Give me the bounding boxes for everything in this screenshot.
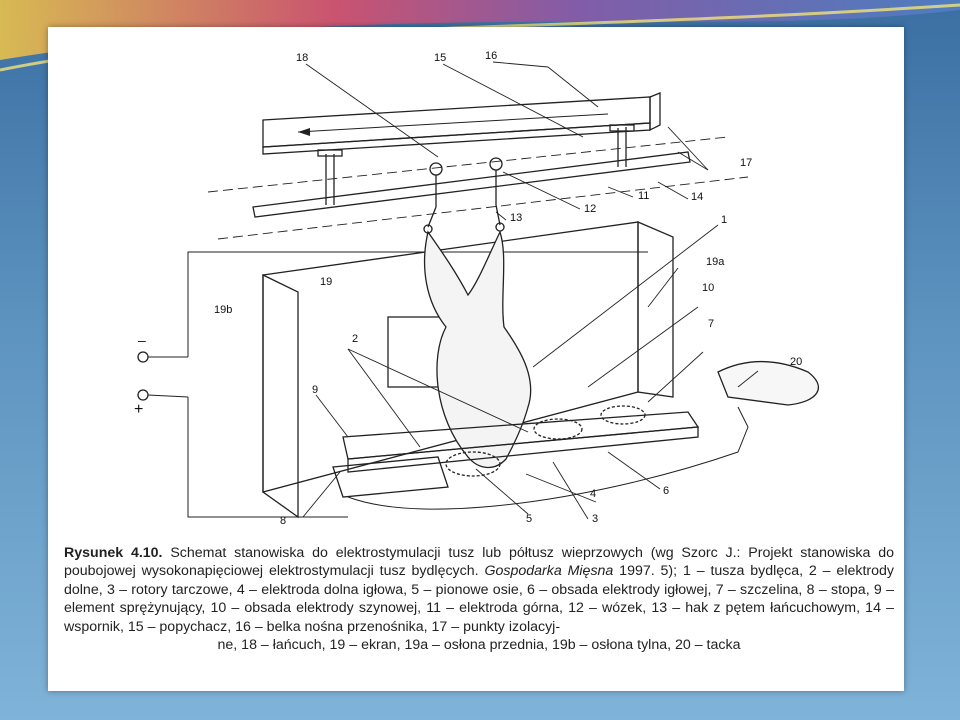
trolleys-hooks <box>423 157 505 234</box>
caption-legend: 1 – tusza bydlęca, 2 – elektrody dolne, … <box>64 563 894 635</box>
label-7: 7 <box>708 318 714 330</box>
part-labels: 18 15 16 17 14 11 12 13 1 19a 10 7 20 19… <box>134 50 802 527</box>
back-cover <box>262 273 299 519</box>
overhead-beam <box>262 92 661 155</box>
label-9: 9 <box>312 384 318 396</box>
label-6: 6 <box>663 485 669 497</box>
upper-electrode-rail <box>207 136 749 240</box>
label-15: 15 <box>434 52 446 64</box>
leader-lines <box>302 61 759 520</box>
carcass <box>423 230 532 469</box>
caption-text-2: 1997. 5); <box>613 563 683 580</box>
terminal-plus: + <box>134 401 143 418</box>
label-19a: 19a <box>706 256 725 268</box>
front-cover <box>637 221 674 398</box>
label-5: 5 <box>526 513 532 525</box>
label-16: 16 <box>485 50 497 62</box>
label-4: 4 <box>590 488 596 500</box>
label-20: 20 <box>790 356 802 368</box>
figure-number: Rysunek 4.10. <box>64 545 163 561</box>
figure-caption: Rysunek 4.10. Schemat stanowiska do elek… <box>64 544 894 654</box>
stimulation-station-diagram: 18 15 16 17 14 11 12 13 1 19a 10 7 20 19… <box>134 50 820 527</box>
label-19b: 19b <box>214 304 232 316</box>
label-1: 1 <box>721 214 727 226</box>
label-11: 11 <box>638 190 649 202</box>
label-13: 13 <box>510 212 522 224</box>
slide-card: 18 15 16 17 14 11 12 13 1 19a 10 7 20 19… <box>48 27 904 691</box>
label-14: 14 <box>691 191 703 203</box>
label-8: 8 <box>280 515 286 527</box>
caption-journal: Gospodarka Mięsna <box>484 563 614 580</box>
disc-rotors <box>445 405 646 477</box>
label-2: 2 <box>352 333 358 345</box>
label-10: 10 <box>702 282 714 294</box>
power-wires <box>137 251 648 518</box>
floor-platform <box>332 360 820 510</box>
label-3: 3 <box>592 513 598 525</box>
label-19: 19 <box>320 276 332 288</box>
caption-last-line: ne, 18 – łańcuch, 19 – ekran, 19a – osło… <box>217 637 741 654</box>
label-18: 18 <box>296 52 308 64</box>
caption-text-1: Schemat stanowiska do elektrostymulacji … <box>64 545 894 580</box>
label-17: 17 <box>740 157 752 169</box>
label-12: 12 <box>584 203 596 215</box>
terminal-minus: – <box>138 332 146 348</box>
